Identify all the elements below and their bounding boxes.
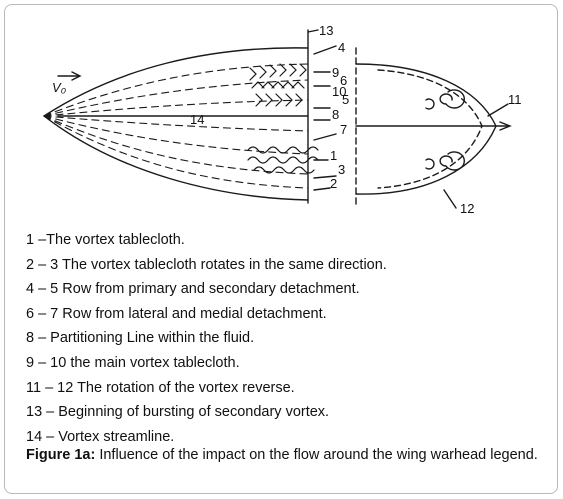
callout-11: 11 bbox=[508, 92, 522, 107]
callout-14: 14 bbox=[190, 112, 204, 127]
caption-text: Influence of the impact on the flow arou… bbox=[95, 447, 538, 463]
flow-line bbox=[43, 115, 309, 132]
nose-vortex-small bbox=[425, 98, 435, 170]
legend-item: 1 –The vortex tablecloth. bbox=[26, 232, 185, 248]
callout-1: 1 bbox=[330, 148, 337, 163]
nose-vortex-lower bbox=[439, 151, 465, 171]
velocity-label: V₀ bbox=[52, 80, 67, 95]
nose-vortex-upper bbox=[439, 89, 465, 109]
callout-8: 8 bbox=[332, 107, 339, 122]
vortex-wave bbox=[247, 146, 319, 154]
vortex-wave bbox=[253, 166, 315, 174]
vortex-chevrons bbox=[251, 81, 305, 89]
flow-line bbox=[43, 63, 309, 117]
wing-outline-upper bbox=[43, 47, 309, 117]
legend-item: 9 – 10 the main vortex tablecloth. bbox=[26, 354, 240, 371]
vortex-wave bbox=[247, 156, 319, 164]
flow-line bbox=[43, 79, 309, 117]
flow-line bbox=[43, 99, 309, 117]
legend-item: 8 – Partitioning Line within the fluid. bbox=[26, 330, 255, 347]
flow-line bbox=[43, 115, 309, 189]
legend-item: 14 – Vortex streamline. bbox=[26, 428, 175, 445]
legend-item: 11 – 12 The rotation of the vortex rever… bbox=[26, 379, 295, 396]
legend-item: 13 – Beginning of bursting of secondary … bbox=[26, 404, 330, 421]
legend-list: 1 –The vortex tablecloth. 2 – 3 The vort… bbox=[26, 228, 546, 449]
wing-outline-lower bbox=[43, 115, 309, 201]
caption-label: Figure 1a: bbox=[26, 447, 96, 463]
flow-line bbox=[43, 115, 309, 175]
leader-line bbox=[307, 29, 509, 209]
legend-item: 2 – 3 The vortex tablecloth rotates in t… bbox=[26, 256, 387, 273]
callout-12: 12 bbox=[460, 201, 474, 216]
legend-item: 4 – 5 Row from primary and secondary det… bbox=[26, 281, 360, 298]
nose-inner bbox=[377, 69, 483, 189]
nose-outline bbox=[355, 63, 497, 195]
callout-4: 4 bbox=[338, 40, 345, 55]
callout-7: 7 bbox=[340, 122, 347, 137]
callout-6: 6 bbox=[340, 73, 347, 88]
vortex-flow-diagram: V₀ 13 4 9 10 6 5 8 7 14 1 3 2 11 12 bbox=[8, 8, 556, 223]
legend-item: 6 – 7 Row from lateral and medial detach… bbox=[26, 305, 327, 322]
vortex-chevrons bbox=[249, 63, 307, 81]
callout-9: 9 bbox=[332, 65, 339, 80]
diagram-svg: V₀ 13 4 9 10 6 5 8 7 14 1 3 2 11 12 bbox=[43, 23, 522, 216]
callout-5: 5 bbox=[342, 92, 349, 107]
callout-2: 2 bbox=[330, 176, 337, 191]
callout-13: 13 bbox=[319, 23, 333, 38]
velocity-arrow-head bbox=[71, 71, 82, 81]
callout-10: 10 bbox=[332, 84, 346, 99]
flow-line bbox=[43, 115, 309, 155]
axis-flow-arrowhead bbox=[499, 121, 512, 131]
vortex-chevrons bbox=[255, 93, 303, 107]
figure-caption: Figure 1a: Influence of the impact on th… bbox=[26, 446, 540, 465]
callout-3: 3 bbox=[338, 162, 345, 177]
